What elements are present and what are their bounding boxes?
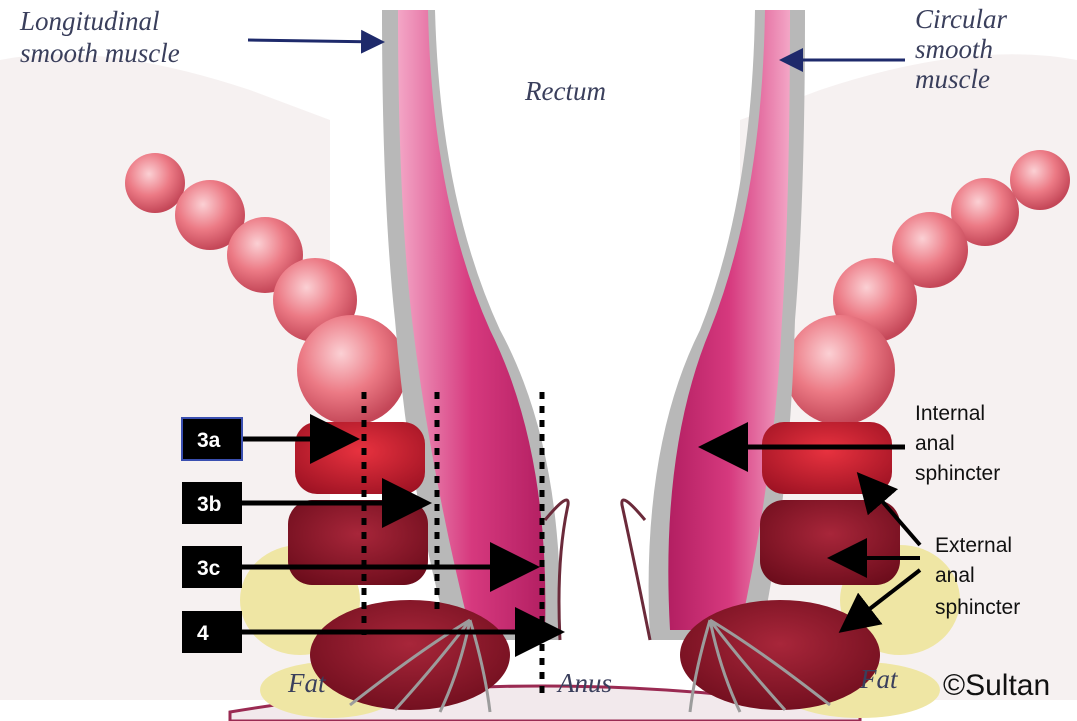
label-circular-line2: smooth (915, 34, 993, 64)
copyright-label: ©Sultan (943, 669, 1050, 702)
label-longitudinal-line1: Longitudinal (19, 6, 160, 36)
pointer-arrows (248, 40, 905, 60)
label-fat-right: Fat (859, 664, 899, 694)
left-external-sphincter-upper (288, 500, 428, 585)
label-external-line2: anal (935, 564, 975, 587)
label-internal-line3: sphincter (915, 462, 1000, 485)
right-external-sphincter-upper (760, 500, 900, 585)
label-internal-line2: anal (915, 432, 955, 455)
label-circular-line3: muscle (915, 64, 990, 94)
label-internal-line1: Internal (915, 402, 985, 425)
label-rectum: Rectum (524, 76, 606, 106)
longitudinal-pointer (248, 40, 382, 42)
right-external-sphincter-lower (680, 600, 880, 710)
badge-3c-label: 3c (197, 557, 221, 580)
badge-3b-label: 3b (197, 493, 222, 516)
right-internal-sphincter (762, 422, 892, 494)
badge-3b: 3b (182, 482, 242, 524)
badge-3a-label: 3a (197, 429, 221, 452)
label-fat-left: Fat (287, 668, 327, 698)
badge-4: 4 (182, 611, 242, 653)
label-anus: Anus (556, 668, 612, 698)
label-circular-line1: Circular (915, 4, 1008, 34)
badge-3c: 3c (182, 546, 242, 588)
label-external-line3: sphincter (935, 596, 1020, 619)
left-internal-sphincter (295, 422, 425, 494)
anal-canal-edges (545, 500, 650, 640)
badge-3a: 3a (182, 418, 242, 460)
badge-4-label: 4 (197, 622, 209, 645)
label-longitudinal-line2: smooth muscle (20, 38, 180, 68)
label-external-line1: External (935, 534, 1012, 557)
